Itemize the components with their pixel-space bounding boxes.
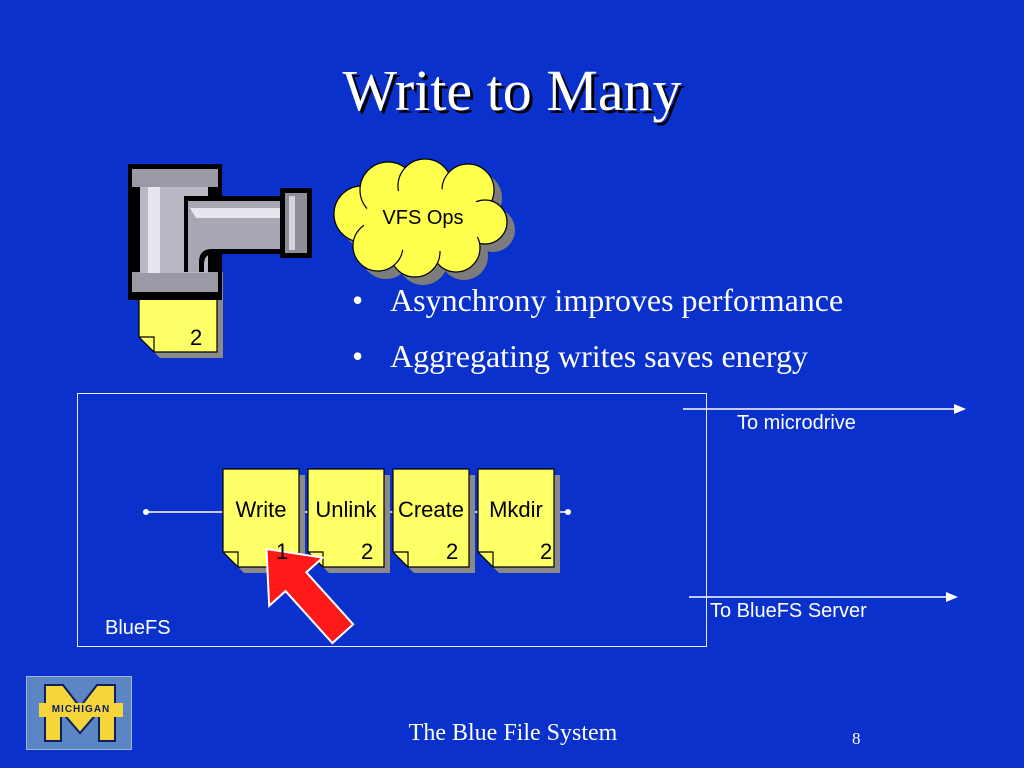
queue-card-4-label: Mkdir bbox=[489, 497, 543, 522]
queue-card-1-shape bbox=[222, 468, 305, 573]
arrow-to-server bbox=[689, 592, 958, 602]
footer-title: The Blue File System bbox=[408, 720, 618, 746]
queue-card-1-label: Write bbox=[235, 497, 287, 522]
queue-card-4-count: 2 bbox=[540, 539, 553, 564]
cloud-label: VFS Ops bbox=[382, 207, 464, 229]
queue-card-1-count: 1 bbox=[276, 539, 289, 564]
queue-card-4-shape bbox=[477, 468, 560, 573]
page-number: 8 bbox=[852, 729, 861, 748]
label-to-server: To BlueFS Server bbox=[710, 600, 867, 622]
incoming-card-count: 2 bbox=[190, 325, 203, 350]
queue-card-shapes bbox=[222, 468, 560, 573]
queue-card-3-shape bbox=[392, 468, 475, 573]
queue-line-start-dot bbox=[143, 509, 149, 515]
bluefs-label: BlueFS bbox=[105, 617, 171, 639]
red-pointer-arrow-icon bbox=[265, 547, 355, 645]
bullet-list: •Asynchrony improves performance •Aggreg… bbox=[352, 284, 1012, 396]
bullet-item: •Asynchrony improves performance bbox=[352, 282, 844, 318]
bluefs-box bbox=[77, 393, 707, 647]
label-to-microdrive: To microdrive bbox=[737, 412, 856, 434]
queue-card-3-label: Create bbox=[397, 497, 465, 522]
queue-line-end-dot bbox=[565, 509, 571, 515]
logo-text: MICHIGAN bbox=[39, 703, 123, 717]
arrow-to-microdrive bbox=[683, 404, 966, 414]
bullet-dot: • bbox=[352, 282, 364, 318]
pipe-elbow-icon bbox=[128, 164, 312, 300]
queue-card-3-count: 2 bbox=[446, 539, 459, 564]
cloud-icon bbox=[333, 158, 515, 285]
queue-card-2-count: 2 bbox=[361, 539, 374, 564]
queue-card-2-shape bbox=[307, 468, 390, 573]
slide-title: Write to Many bbox=[342, 58, 682, 123]
bullet-item: •Aggregating writes saves energy bbox=[352, 338, 808, 374]
queue-card-2-label: Unlink bbox=[315, 497, 377, 522]
bullet-dot: • bbox=[352, 338, 364, 374]
michigan-logo-icon: MICHIGAN bbox=[26, 676, 132, 750]
